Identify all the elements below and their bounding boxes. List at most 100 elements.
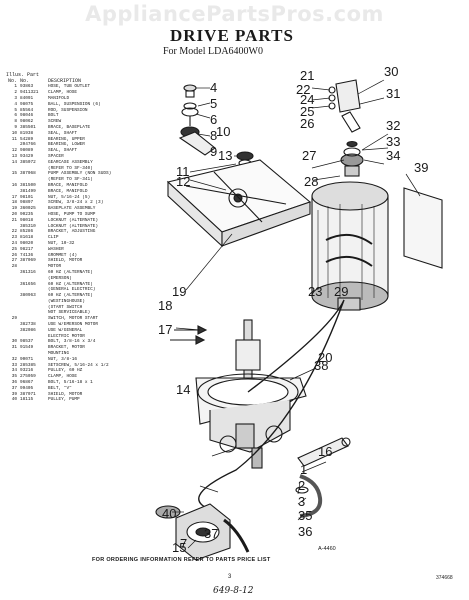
legend-part-number: 81938 xyxy=(20,130,34,136)
legend-description: SEAL, SHAFT xyxy=(48,148,77,154)
legend-part-number: 54289 xyxy=(20,136,34,142)
callout-25: 25 xyxy=(300,104,314,119)
callout-32: 32 xyxy=(386,118,400,133)
legend-part-number: 93429 xyxy=(20,153,34,159)
legend-part-number: 361316 xyxy=(20,269,36,275)
callout-24: 24 xyxy=(300,92,314,107)
legend-part-number: 98897 xyxy=(20,200,34,206)
legend-illus-number: 8 xyxy=(14,119,17,125)
callout-21: 21 xyxy=(300,68,314,83)
gearcase-assembly-part xyxy=(195,319,307,469)
legend-illus-number: 10 xyxy=(11,130,17,136)
legend-description: ROD, SUSPENSION xyxy=(48,107,88,113)
pump-sump-hose-part xyxy=(223,518,250,553)
legend-description: WASHER xyxy=(48,246,64,252)
legend-illus-number: 32 xyxy=(11,356,17,362)
callout-7: 7 xyxy=(180,536,187,551)
legend-part-number: 91549 xyxy=(20,345,34,351)
suspension-ball-part xyxy=(180,84,200,138)
legend-part-number: 360025 xyxy=(20,206,36,212)
legend-part-number: 9411321 xyxy=(20,90,39,96)
legend-description: (EMERSON) xyxy=(48,275,72,281)
legend-part-number: 380963 xyxy=(20,293,36,299)
legend-description: MOUNTING xyxy=(48,351,70,357)
adjusting-bracket-part xyxy=(328,79,361,133)
legend-description: NUT, 5/16-24 (5) xyxy=(48,194,91,200)
callout-19: 19 xyxy=(172,284,186,299)
legend-description: BOLT, 3/8-16 x 3/4 xyxy=(48,339,96,345)
callout-14: 14 xyxy=(176,382,190,397)
legend-description: BRACE, BASEPLATE xyxy=(48,124,91,130)
legend-part-number: 98089 xyxy=(20,148,34,154)
legend-description: NOT SERVICEABLE) xyxy=(48,310,91,316)
callout-28: 28 xyxy=(304,174,318,189)
legend-row: 361316 60 HZ (ALTERNATE) xyxy=(6,270,166,276)
legend-description: (START SWITCH xyxy=(48,304,83,310)
legend-description: CLAMP, HOSE xyxy=(48,374,77,380)
legend-row: (GENERAL ELECTRIC) xyxy=(6,287,166,293)
legend-part-number: 18115 xyxy=(20,397,34,403)
legend-description: LOCKNUT (ALTERNATE) xyxy=(48,217,99,223)
callout-38: 38 xyxy=(314,358,328,373)
legend-description: SPACER xyxy=(48,153,64,159)
motor-part xyxy=(311,181,389,311)
callout-37: 37 xyxy=(204,526,218,541)
callout-16: 16 xyxy=(318,444,332,459)
legend-description: SHIELD, MOTOR xyxy=(48,391,83,397)
model-subtitle: For Model LDA6400W0 xyxy=(163,46,263,57)
legend-description: GROMMET (4) xyxy=(48,252,77,258)
screws-left-part xyxy=(170,325,208,345)
legend-part-number: 98075 xyxy=(20,101,34,107)
legend-description: NUT, 10-32 xyxy=(48,240,75,246)
legend-part-number: 385310 xyxy=(20,223,36,229)
callout-31: 31 xyxy=(386,86,400,101)
legend-description: 60 HZ (ALTERNATE) xyxy=(48,269,93,275)
legend-description: (REFER TO SF-341) xyxy=(48,177,93,183)
pump-assembly-part xyxy=(155,503,231,561)
handwritten-note: 649-8-12 xyxy=(213,586,254,596)
callout-6: 6 xyxy=(210,112,217,127)
legend-part-number: 98046 xyxy=(20,113,34,119)
legend-illus-number: 25 xyxy=(11,246,17,252)
legend-part-number: 85564 xyxy=(20,107,34,113)
tub-hose-part xyxy=(295,474,323,518)
legend-header-illus-part: Illus. Part xyxy=(6,72,40,78)
legend-part-number: 382738 xyxy=(20,322,36,328)
callout-10: 10 xyxy=(216,124,230,139)
legend-description: SCREW xyxy=(48,119,62,125)
legend-illus-number: 15 xyxy=(11,171,17,177)
legend-part-number: 99405 xyxy=(20,385,34,391)
motor-pulley-part xyxy=(340,140,364,177)
legend-illus-number: 37 xyxy=(11,385,17,391)
legend-part-number: 81618 xyxy=(20,235,34,241)
callout-4: 4 xyxy=(210,80,217,95)
legend-description: (WESTINGHOUSE) xyxy=(48,298,85,304)
legend-part-number: 84091 xyxy=(20,96,34,101)
legend-illus-number: 3 xyxy=(14,96,17,101)
legend-illus-number: 26 xyxy=(11,252,17,258)
legend-description: PULLEY, 60 HZ xyxy=(48,368,83,374)
legend-description: BOLT xyxy=(48,113,59,119)
legend-description: PULLEY, PUMP xyxy=(48,397,80,403)
legend-illus-number: 30 xyxy=(11,339,17,345)
callout-15: 15 xyxy=(172,540,186,555)
watermark: AppliancePartsPros.com xyxy=(85,2,384,26)
